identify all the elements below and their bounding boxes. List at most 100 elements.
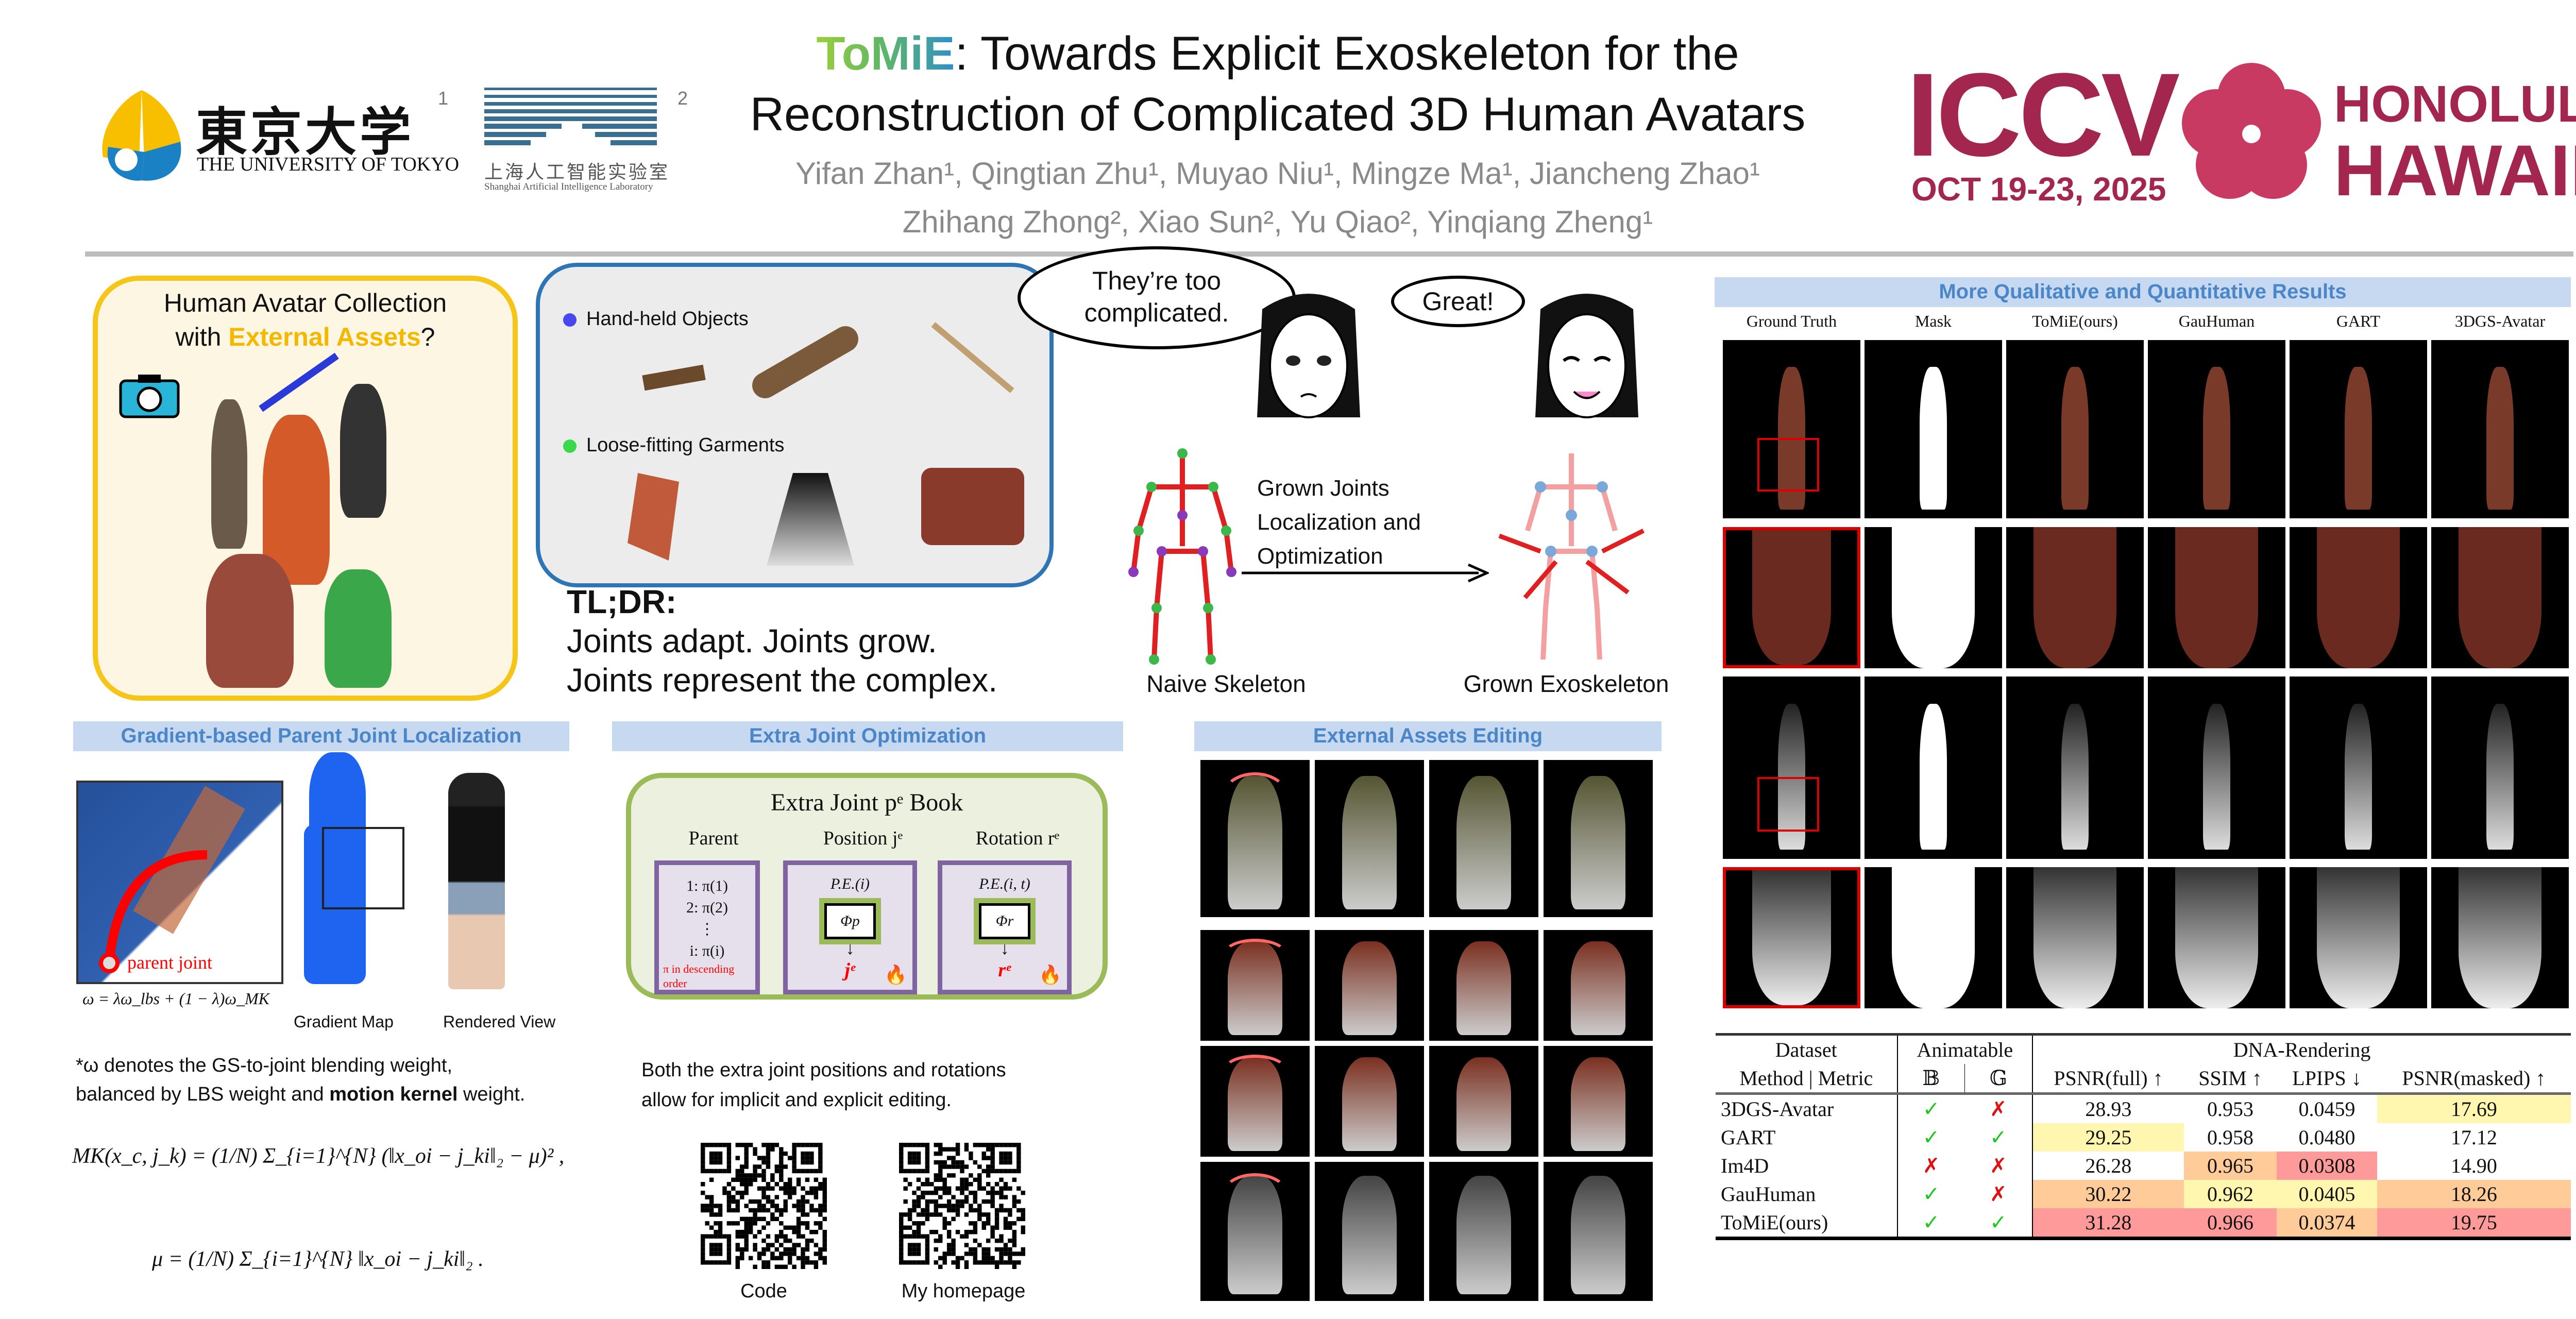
note-line2-end: weight. — [457, 1084, 526, 1105]
affil-mark-2: 2 — [677, 88, 688, 109]
animatable-g-cell: ✓ — [1964, 1123, 2033, 1152]
editing-grid — [1200, 760, 1659, 1306]
arrow-down-icon: ↓ — [845, 939, 855, 958]
qr-code-homepage[interactable] — [899, 1143, 1025, 1269]
metric-cell: 19.75 — [2377, 1208, 2571, 1237]
sword-prop — [259, 352, 339, 412]
animatable-g-cell: ✓ — [1964, 1208, 2033, 1237]
iccv-date: OCT 19-23, 2025 — [1911, 171, 2166, 208]
metric-cell: 0.0374 — [2277, 1208, 2377, 1237]
table-metric-row: Method | Metric 𝔹 𝔾 PSNR(full) ↑ SSIM ↑ … — [1716, 1064, 2571, 1094]
asset-sleeve — [628, 473, 679, 561]
hibiscus-icon — [2182, 63, 2321, 199]
col-position-label: Position jᵉ — [823, 827, 903, 849]
result-image — [2290, 340, 2427, 518]
asset-duster — [747, 321, 863, 403]
metric-cell: 29.25 — [2032, 1123, 2184, 1152]
lab-name-en: Shanghai Artificial Intelligence Laborat… — [484, 181, 653, 192]
motion-arrow-icon — [1222, 1173, 1288, 1215]
editing-image — [1544, 930, 1653, 1041]
note-line1: *ω denotes the GS-to-joint blending weig… — [76, 1055, 452, 1076]
col-rotation-label: Rotation rᵉ — [975, 827, 1060, 849]
results-column-label: 3DGS-Avatar — [2454, 312, 2546, 330]
subject-silhouette — [2344, 704, 2372, 850]
editing-image — [1429, 1162, 1538, 1301]
lab-stripes-icon — [484, 88, 657, 145]
external-assets-highlight: External Assets — [228, 323, 421, 351]
camera-icon — [119, 375, 180, 418]
asset-robe — [921, 468, 1024, 545]
editing-image — [1429, 760, 1538, 917]
pe-rot: P.E.(i, t) — [979, 875, 1030, 892]
position-box: P.E.(i) Φp ↓ jᵉ 🔥 — [783, 860, 917, 994]
animatable-g-cell: ✗ — [1964, 1152, 2033, 1180]
header-b: 𝔹 — [1897, 1064, 1965, 1094]
qr-code-code[interactable] — [701, 1143, 827, 1269]
animatable-b-cell: ✓ — [1922, 1182, 1940, 1206]
subject-silhouette — [1571, 941, 1625, 1036]
subject-silhouette — [1342, 775, 1397, 909]
subject-silhouette — [1892, 867, 1975, 1008]
subject-silhouette — [2486, 366, 2514, 510]
subject-silhouette — [1752, 870, 1831, 1005]
motion-arrow-icon — [1222, 772, 1288, 820]
parent-joint-marker — [99, 953, 120, 973]
parent-box: 1: π(1) 2: π(2) ⋮ i: π(i) π in descendin… — [654, 860, 760, 994]
result-image — [2290, 527, 2427, 668]
grown-exoskeleton-icon — [1498, 453, 1645, 660]
subject-silhouette — [2202, 704, 2231, 850]
asset-skirt — [767, 473, 854, 566]
metric-cell: 28.93 — [2085, 1097, 2132, 1121]
results-column-label: Ground Truth — [1746, 312, 1837, 330]
avatar-figure — [340, 384, 386, 518]
subject-silhouette — [1456, 1057, 1511, 1152]
metric-cell: 14.90 — [2450, 1154, 2497, 1177]
loose-label: Loose-fitting Garments — [586, 434, 785, 456]
rotation-box: P.E.(i, t) Φr ↓ rᵉ 🔥 — [938, 860, 1072, 994]
result-image — [1865, 340, 2002, 518]
out-pos: jᵉ — [844, 959, 856, 981]
tokyo-name-en: THE UNIVERSITY OF TOKYO — [197, 154, 460, 175]
motion-arrow-icon — [1222, 939, 1288, 972]
motion-arrow-icon — [1222, 1055, 1288, 1088]
metric-cell: 17.69 — [2377, 1093, 2571, 1123]
iccv-text: ICCV — [1906, 48, 2180, 181]
animatable-b-cell: ✓ — [1922, 1126, 1940, 1149]
speech-bubble-great: Great! — [1391, 276, 1525, 327]
animatable-g-cell: ✗ — [1964, 1180, 2033, 1208]
subject-silhouette — [2061, 366, 2089, 510]
method-name: ToMiE — [816, 27, 955, 80]
phi-p-network: Φp — [824, 903, 876, 939]
header-animatable: Animatable — [1897, 1036, 2033, 1064]
naive-skeleton-icon — [1128, 448, 1236, 665]
avatar-figure — [206, 554, 294, 688]
subject-silhouette — [1342, 941, 1397, 1036]
metric-cell: 0.0405 — [2277, 1180, 2377, 1208]
gradient-zoom-inset: parent joint — [76, 781, 283, 984]
subject-silhouette — [1919, 704, 1947, 850]
collection-with: with — [175, 323, 229, 351]
result-image — [2148, 527, 2285, 668]
method-cell: ToMiE(ours) — [1716, 1208, 1898, 1237]
section-heading-results: More Qualitative and Quantitative Result… — [1715, 277, 2571, 307]
subject-silhouette — [2486, 704, 2514, 850]
iccv-place2: HAWAII — [2334, 130, 2576, 211]
parent-item: 2: π(2) — [686, 899, 728, 916]
avatar-collection-panel: Human Avatar Collection with External As… — [93, 276, 518, 701]
fire-icon: 🔥 — [884, 965, 907, 985]
result-image — [1865, 527, 2002, 668]
title-line2: Reconstruction of Complicated 3D Human A… — [750, 88, 1806, 141]
subject-silhouette — [1456, 775, 1511, 909]
fire-icon: 🔥 — [1039, 965, 1062, 985]
subject-silhouette — [1777, 366, 1806, 510]
asset-stick — [931, 322, 1014, 393]
header-divider — [85, 251, 2573, 257]
pe-pos: P.E.(i) — [830, 875, 870, 892]
speech-text: They’re too complicated. — [1084, 266, 1229, 327]
caption-line2: allow for implicit and explicit editing. — [641, 1089, 952, 1111]
rendered-view-figure — [448, 773, 505, 989]
